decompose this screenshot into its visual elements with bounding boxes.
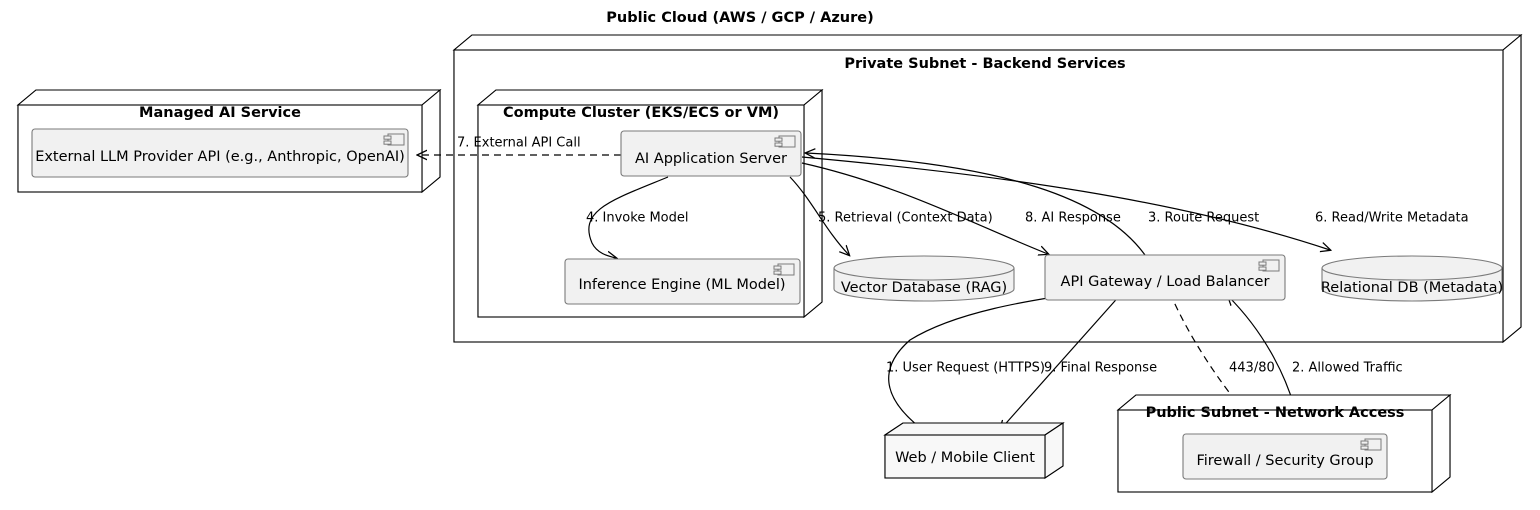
edge-external-api-call: 7. External API Call <box>418 136 621 156</box>
component-firewall-label: Firewall / Security Group <box>1196 453 1373 469</box>
component-icon <box>773 263 795 276</box>
component-vector-db[interactable]: Vector Database (RAG) <box>833 255 1015 302</box>
component-vector-db-label: Vector Database (RAG) <box>841 280 1007 296</box>
component-inference-engine-label: Inference Engine (ML Model) <box>578 277 785 293</box>
edge-label-allowed-traffic: 2. Allowed Traffic <box>1292 361 1403 376</box>
component-relational-db-label: Relational DB (Metadata) <box>1321 280 1503 296</box>
managed-ai-service-container: Managed AI Service External LLM Provider… <box>16 88 442 194</box>
component-ai-app-server[interactable]: AI Application Server <box>620 130 802 177</box>
component-api-gateway[interactable]: API Gateway / Load Balancer <box>1044 254 1286 301</box>
component-icon <box>774 135 796 148</box>
edge-label-final-response: 9. Final Response <box>1044 361 1157 376</box>
component-icon <box>1360 438 1382 451</box>
edge-retrieval-context-data: 5. Retrieval (Context Data) <box>789 176 993 255</box>
edge-invoke-model: 4. Invoke Model <box>586 176 688 258</box>
public-subnet-title: Public Subnet - Network Access <box>1146 405 1405 421</box>
compute-cluster-title: Compute Cluster (EKS/ECS or VM) <box>503 105 779 121</box>
component-ai-app-server-label: AI Application Server <box>635 151 787 167</box>
edge-label-ports-443-80: 443/80 <box>1229 361 1275 376</box>
edge-ports-443-80: 443/80 <box>1169 292 1275 433</box>
component-external-llm[interactable]: External LLM Provider API (e.g., Anthrop… <box>31 128 409 178</box>
edge-label-ai-response: 8. AI Response <box>1025 211 1121 226</box>
edge-label-external-api-call: 7. External API Call <box>457 136 581 151</box>
component-external-llm-label: External LLM Provider API (e.g., Anthrop… <box>35 149 405 165</box>
edge-ai-response: 8. AI Response <box>801 162 1121 254</box>
edge-final-response: 9. Final Response <box>1000 292 1157 430</box>
edge-label-retrieval-context-data: 5. Retrieval (Context Data) <box>818 211 993 226</box>
public-cloud-title: Public Cloud (AWS / GCP / Azure) <box>606 10 873 26</box>
edge-label-read-write-metadata: 6. Read/Write Metadata <box>1315 211 1469 226</box>
edge-label-route-request: 3. Route Request <box>1148 211 1259 226</box>
component-api-gateway-label: API Gateway / Load Balancer <box>1061 274 1270 290</box>
node-web-mobile-client-label: Web / Mobile Client <box>895 450 1035 466</box>
edge-user-request: 1. User Request (HTTPS) <box>886 292 1088 436</box>
edge-read-write-metadata: 6. Read/Write Metadata <box>801 156 1469 250</box>
component-inference-engine[interactable]: Inference Engine (ML Model) <box>564 258 801 305</box>
component-firewall[interactable]: Firewall / Security Group <box>1182 433 1388 480</box>
component-icon <box>383 133 405 146</box>
node-web-mobile-client[interactable]: Web / Mobile Client <box>883 421 1065 480</box>
public-subnet-container: Public Subnet - Network Access Firewall … <box>1116 393 1452 494</box>
managed-ai-service-title: Managed AI Service <box>139 105 301 121</box>
component-relational-db[interactable]: Relational DB (Metadata) <box>1321 255 1503 302</box>
component-icon <box>1258 259 1280 272</box>
edge-label-user-request: 1. User Request (HTTPS) <box>886 361 1045 376</box>
edge-label-invoke-model: 4. Invoke Model <box>586 211 688 226</box>
private-subnet-title: Private Subnet - Backend Services <box>844 56 1125 72</box>
